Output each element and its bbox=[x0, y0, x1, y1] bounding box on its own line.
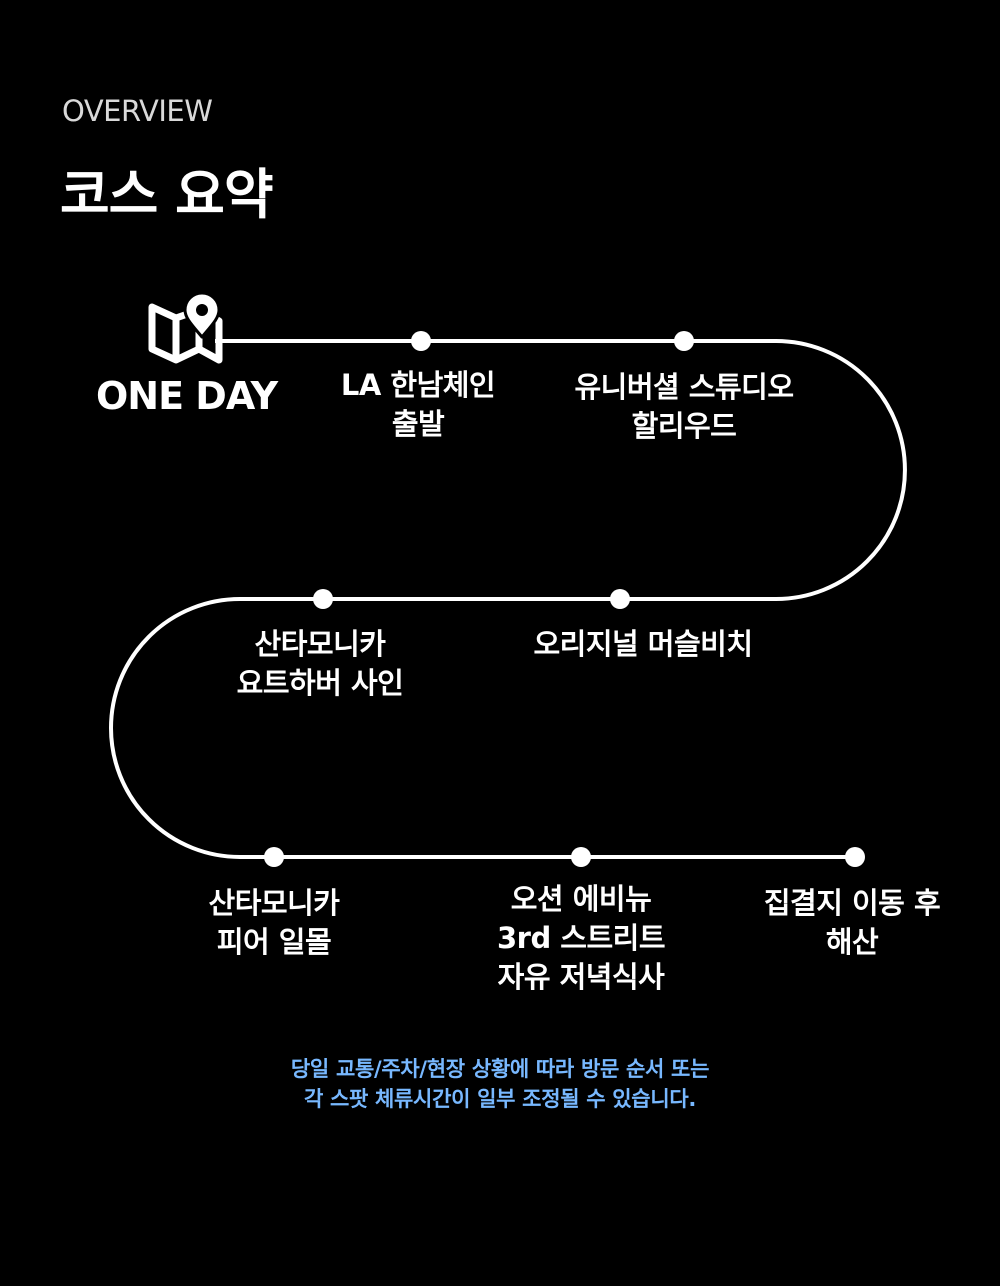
stop-label-line: 산타모니카 bbox=[208, 886, 340, 920]
footnote-line: 각 스팟 체류시간이 일부 조정될 수 있습니다. bbox=[303, 1087, 697, 1111]
stop-label-line: 출발 bbox=[391, 407, 445, 441]
stop-label-line: 오션 에비뉴 bbox=[510, 882, 652, 916]
stop-label: 오션 에비뉴 3rd 스트리트 자유 저녁식사 bbox=[496, 880, 666, 997]
stop-dot bbox=[674, 331, 694, 351]
stop-label-line: 3rd 스트리트 bbox=[496, 921, 666, 955]
route-line bbox=[109, 339, 907, 859]
stop-label-line: 산타모니카 bbox=[254, 627, 386, 661]
one-day-label: ONE DAY bbox=[96, 374, 278, 418]
footnote-line: 당일 교통/주차/현장 상황에 따라 방문 순서 또는 bbox=[290, 1057, 710, 1081]
stop-dot bbox=[313, 589, 333, 609]
stop-label: 집결지 이동 후 해산 bbox=[763, 884, 941, 962]
stop-label-line: 피어 일몰 bbox=[216, 925, 332, 959]
stop-label: 산타모니카 요트하버 사인 bbox=[237, 625, 404, 703]
page-title: 코스 요약 bbox=[60, 163, 274, 226]
stop-label: 산타모니카 피어 일몰 bbox=[209, 884, 340, 962]
section-eyebrow: OVERVIEW bbox=[62, 94, 213, 128]
stop-label-line: LA 한남체인 bbox=[340, 368, 496, 402]
stop-dot bbox=[571, 847, 591, 867]
stop-label-line: 할리우드 bbox=[631, 409, 737, 443]
stop-label-line: 해산 bbox=[825, 925, 879, 959]
stop-label: 오리지널 머슬비치 bbox=[533, 625, 753, 664]
stop-label: 유니버셜 스튜디오 할리우드 bbox=[574, 368, 794, 446]
footnote: 당일 교통/주차/현장 상황에 따라 방문 순서 또는 각 스팟 체류시간이 일… bbox=[0, 1054, 1000, 1114]
stop-label-line: 자유 저녁식사 bbox=[497, 960, 665, 994]
stop-label-line: 오리지널 머슬비치 bbox=[533, 627, 753, 661]
stop-label-line: 집결지 이동 후 bbox=[763, 886, 941, 920]
stop-dot bbox=[845, 847, 865, 867]
stop-dot bbox=[264, 847, 284, 867]
stop-label-line: 유니버셜 스튜디오 bbox=[574, 370, 794, 404]
stop-dot bbox=[610, 589, 630, 609]
stop-label: LA 한남체인 출발 bbox=[340, 366, 496, 444]
map-pin-icon bbox=[148, 291, 223, 364]
stop-label-line: 요트하버 사인 bbox=[236, 666, 404, 700]
stop-dot bbox=[411, 331, 431, 351]
